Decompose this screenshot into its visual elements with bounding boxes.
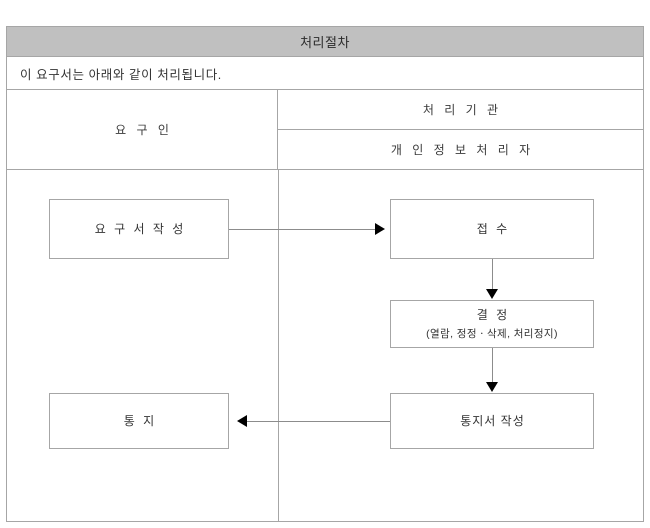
column-header-requester-label: 요 구 인	[115, 123, 173, 137]
flow-node-notice-label: 통 지	[123, 414, 157, 428]
arrow-down-icon-to-decision	[486, 289, 498, 299]
column-header-agency: 처 리 기 관 개 인 정 보 처 리 자	[278, 90, 643, 169]
page-title: 처리절차	[300, 35, 350, 50]
arrow-down-icon-to-notice-document	[486, 382, 498, 392]
connector-receipt-to-decision	[492, 259, 493, 291]
column-header-agency-secondary: 개 인 정 보 처 리 자	[278, 130, 643, 169]
flow-node-notice: 통 지	[49, 393, 229, 449]
connector-request-to-receipt	[229, 229, 377, 230]
flow-node-request: 요 구 서 작 성	[49, 199, 229, 259]
column-header-requester: 요 구 인	[7, 90, 278, 169]
flowchart-column-divider	[278, 170, 279, 521]
intro-text: 이 요구서는 아래와 같이 처리됩니다.	[20, 67, 222, 82]
column-header-agency-primary: 처 리 기 관	[278, 90, 643, 130]
flow-node-request-label: 요 구 서 작 성	[94, 222, 186, 236]
connector-decision-to-notice-document	[492, 348, 493, 382]
flow-node-decision-sublabel: (열람, 정정ㆍ삭제, 처리정지)	[426, 327, 558, 340]
flow-node-receipt-label: 접 수	[476, 222, 510, 236]
connector-notice-document-to-notice	[247, 421, 390, 422]
column-header-agency-primary-label: 처 리 기 관	[422, 103, 502, 117]
column-header-agency-secondary-label: 개 인 정 보 처 리 자	[390, 143, 534, 157]
flow-node-notice-document-label: 통지서 작성	[460, 414, 525, 428]
flow-node-decision: 결 정 (열람, 정정ㆍ삭제, 처리정지)	[390, 300, 594, 348]
intro-row: 이 요구서는 아래와 같이 처리됩니다.	[7, 57, 643, 90]
flow-node-decision-label: 결 정	[476, 307, 510, 322]
processing-procedure-table: 처리절차 이 요구서는 아래와 같이 처리됩니다. 요 구 인 처 리 기 관 …	[6, 26, 644, 522]
flowchart-area: 요 구 서 작 성 접 수 결 정 (열람, 정정ㆍ삭제, 처리정지) 통지서 …	[7, 170, 643, 521]
flow-node-notice-document: 통지서 작성	[390, 393, 594, 449]
column-header-row: 요 구 인 처 리 기 관 개 인 정 보 처 리 자	[7, 90, 643, 170]
arrow-left-icon-to-notice	[237, 415, 247, 427]
table-title-bar: 처리절차	[7, 27, 643, 57]
arrow-right-icon-to-receipt	[375, 223, 385, 235]
flow-node-receipt: 접 수	[390, 199, 594, 259]
